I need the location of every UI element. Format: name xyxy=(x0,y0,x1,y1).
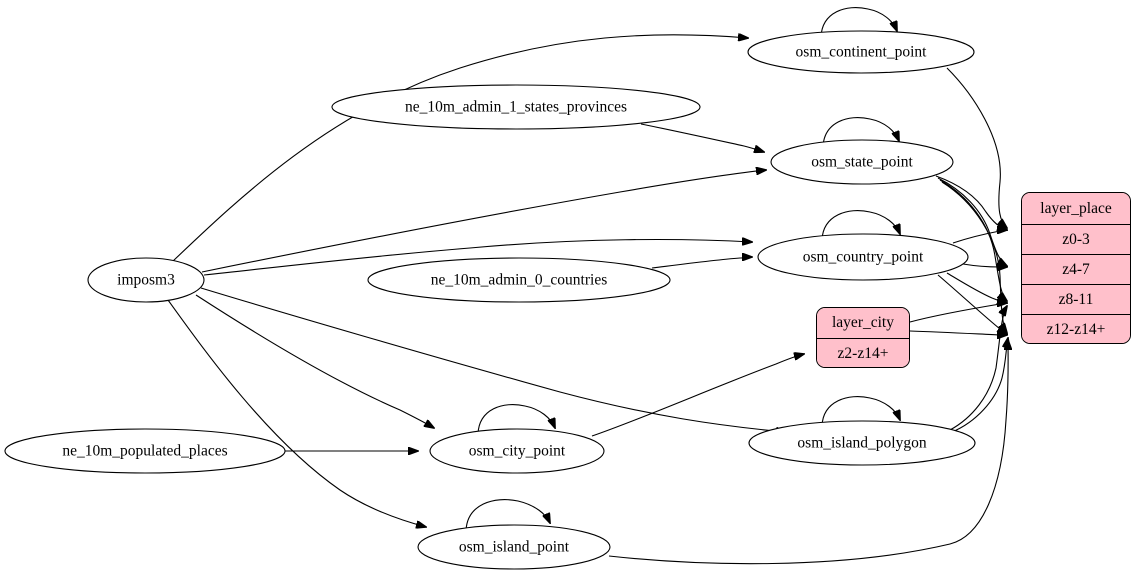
edge-osm-island-point-to-layer-place-z12-z14 xyxy=(608,340,1008,565)
record-node-layer-place[interactable]: layer_place z0-3 z4-7 z8-11 z12-z14+ xyxy=(1021,192,1131,344)
node-ne-10m-populated-places[interactable]: ne_10m_populated_places xyxy=(4,428,286,474)
record-cell-layer-city-z2-z14[interactable]: z2-z14+ xyxy=(817,339,909,367)
edge-layer-city-to-layer-place-z8-11 xyxy=(909,303,1007,323)
node-ne-10m-admin-0-countries[interactable]: ne_10m_admin_0_countries xyxy=(367,257,671,303)
node-osm-country-point[interactable]: osm_country_point xyxy=(757,233,969,281)
edge-self-loop-osm-island-polygon xyxy=(821,396,900,427)
edge-osm-state-point-to-layer-place-z8-11 xyxy=(939,179,1007,301)
node-label-ne-countries: ne_10m_admin_0_countries xyxy=(431,272,608,289)
edge-imposm3-to-osm-island-point xyxy=(167,299,426,527)
node-label-osm-country-point: osm_country_point xyxy=(803,249,924,266)
node-label-imposm3: imposm3 xyxy=(117,272,175,289)
edge-group xyxy=(167,7,1008,565)
edge-imposm3-to-osm-city-point xyxy=(195,294,434,428)
node-label-osm-island-polygon: osm_island_polygon xyxy=(797,435,926,452)
edge-osm-country-point-to-layer-place-z8-11 xyxy=(946,272,1007,303)
edge-osm-island-polygon-to-layer-place-z8-11 xyxy=(949,306,1007,431)
node-osm-island-polygon[interactable]: osm_island_polygon xyxy=(748,420,976,466)
edge-imposm3-to-osm-island-polygon xyxy=(200,287,786,432)
edge-osm-island-polygon-to-layer-place-z12-z14 xyxy=(951,338,1008,433)
node-label-osm-city-point: osm_city_point xyxy=(469,443,566,460)
edge-layer-city-to-layer-place-z12-z14 xyxy=(909,330,1007,335)
edge-imposm3-to-osm-state-point xyxy=(201,170,766,273)
node-osm-island-point[interactable]: osm_island_point xyxy=(417,524,611,570)
node-label-osm-continent-point: osm_continent_point xyxy=(796,44,928,61)
record-cell-layer-place-z8-11[interactable]: z8-11 xyxy=(1022,285,1130,315)
node-osm-continent-point[interactable]: osm_continent_point xyxy=(747,30,975,74)
edge-ne-countries-to-osm-country-point xyxy=(651,257,752,269)
record-cell-layer-city-title: layer_city xyxy=(817,308,909,339)
edge-osm-state-point-to-layer-place-z4-7 xyxy=(937,177,1007,266)
record-cell-layer-place-title: layer_place xyxy=(1022,193,1130,225)
node-label-osm-island-point: osm_island_point xyxy=(459,539,570,556)
record-cell-layer-place-z4-7[interactable]: z4-7 xyxy=(1022,255,1130,285)
edge-imposm3-to-osm-continent-point xyxy=(171,35,748,263)
record-cell-layer-place-z0-3[interactable]: z0-3 xyxy=(1022,225,1130,255)
record-node-layer-city[interactable]: layer_city z2-z14+ xyxy=(816,307,910,368)
node-ne-10m-admin-1-states-provinces[interactable]: ne_10m_admin_1_states_provinces xyxy=(331,84,701,130)
edge-ne-states-to-osm-state-point xyxy=(640,123,764,152)
edge-imposm3-to-osm-country-point xyxy=(203,240,752,276)
edge-self-loop-osm-continent-point xyxy=(820,7,897,38)
node-label-ne-states: ne_10m_admin_1_states_provinces xyxy=(405,99,627,116)
edge-osm-country-point-to-layer-place-z0-3 xyxy=(952,230,1007,244)
edge-osm-city-point-to-layer-city-z2-z14 xyxy=(591,354,804,437)
edge-self-loop-osm-city-point xyxy=(477,404,555,435)
node-osm-city-point[interactable]: osm_city_point xyxy=(429,428,605,474)
edge-osm-continent-point-to-layer-place-z0-3 xyxy=(946,67,1007,228)
node-osm-state-point[interactable]: osm_state_point xyxy=(770,139,954,185)
node-label-osm-state-point: osm_state_point xyxy=(811,154,913,171)
node-group: imposm3 ne_10m_admin_1_states_provinces … xyxy=(4,30,976,570)
edge-self-loop-osm-state-point xyxy=(822,117,899,148)
edge-self-loop-osm-country-point xyxy=(821,210,900,241)
node-imposm3[interactable]: imposm3 xyxy=(87,257,205,303)
edge-self-loop-osm-island-point xyxy=(465,499,550,532)
record-cell-layer-place-z12-z14[interactable]: z12-z14+ xyxy=(1022,315,1130,343)
edge-osm-country-point-to-layer-place-z4-7 xyxy=(962,264,1007,267)
node-label-ne-populated: ne_10m_populated_places xyxy=(62,443,227,460)
